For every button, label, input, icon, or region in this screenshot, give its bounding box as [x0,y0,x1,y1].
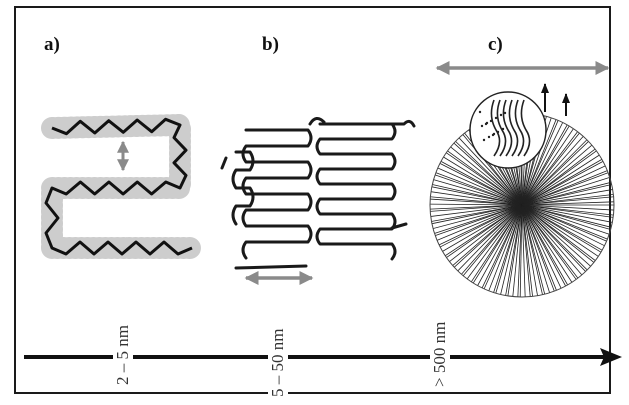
panel-label-b: b) [262,34,279,56]
panel-label-c: c) [488,34,503,56]
scale-label-c: > 500 nm [430,319,450,390]
scale-label-a: 2 – 5 nm [113,322,133,388]
spherulite-drawing [426,68,618,301]
polymer-chain-drawing [46,119,192,254]
panel-label-a: a) [44,34,60,56]
lamellar-crystal-drawing [222,118,414,268]
scale-label-b: 5 – 50 nm [268,326,288,400]
